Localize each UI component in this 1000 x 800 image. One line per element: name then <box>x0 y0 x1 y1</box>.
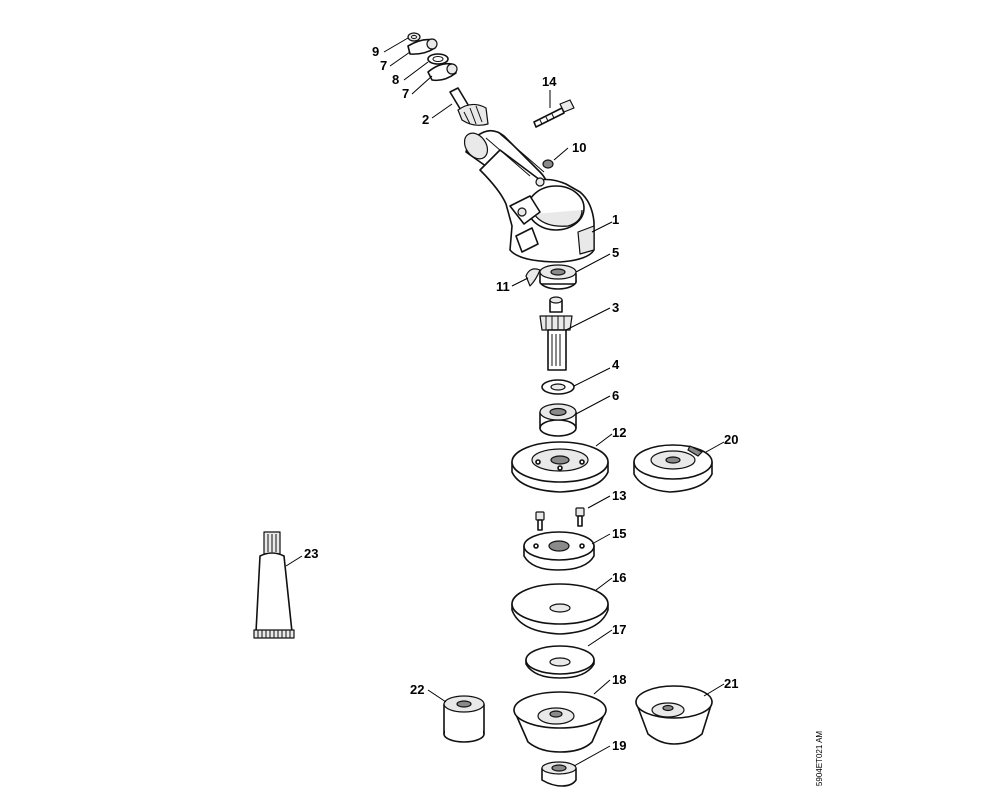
callout-15: 15 <box>612 526 626 541</box>
callout-2: 2 <box>422 112 429 127</box>
part-14-screw <box>533 99 575 128</box>
part-20-thrust-plate <box>633 444 713 493</box>
callout-19: 19 <box>612 738 626 753</box>
callout-12: 12 <box>612 425 626 440</box>
part-13-screws <box>535 507 585 531</box>
callout-6: 6 <box>612 388 619 403</box>
part-6-bearing <box>539 403 577 437</box>
part-23-grease-tube <box>253 531 295 639</box>
callout-18: 18 <box>612 672 626 687</box>
part-2-bevel-pinion <box>449 87 489 126</box>
callout-4: 4 <box>612 357 620 372</box>
callout-labels: 9 7 8 7 2 14 10 1 5 11 3 4 6 12 20 13 15… <box>304 44 738 753</box>
part-17-washer <box>525 645 595 679</box>
part-5-bearing <box>539 264 577 290</box>
part-7-bearing-upper <box>407 38 438 55</box>
part-8-spacer <box>427 53 449 65</box>
callout-5: 5 <box>612 245 619 260</box>
callout-7-upper: 7 <box>380 58 387 73</box>
leader-lines <box>285 37 725 767</box>
part-10-nut <box>542 159 554 169</box>
part-16-disc <box>511 583 609 635</box>
callout-21: 21 <box>724 676 738 691</box>
callout-14: 14 <box>542 74 557 89</box>
callout-9: 9 <box>372 44 379 59</box>
callout-13: 13 <box>612 488 626 503</box>
callout-20: 20 <box>724 432 738 447</box>
part-4-washer <box>541 379 575 395</box>
callout-11: 11 <box>496 279 510 294</box>
callout-22: 22 <box>410 682 424 697</box>
callout-16: 16 <box>612 570 626 585</box>
callout-10: 10 <box>572 140 586 155</box>
callout-17: 17 <box>612 622 626 637</box>
part-12-thrust-plate <box>511 441 609 493</box>
document-id-text: 5904ET021 AM <box>815 730 825 787</box>
callout-23: 23 <box>304 546 318 561</box>
part-11-circlip <box>525 268 541 287</box>
part-9-nut <box>407 32 421 42</box>
callout-8: 8 <box>392 72 399 87</box>
document-id: 5904ET021 AM <box>812 731 852 786</box>
part-18-cup <box>513 691 607 753</box>
part-7-bearing-lower <box>427 62 458 82</box>
part-15-thrust-washer <box>523 531 595 571</box>
callout-1: 1 <box>612 212 619 227</box>
part-19-nut <box>541 761 577 787</box>
part-1-gear-housing <box>463 129 595 263</box>
part-22-sleeve <box>443 695 485 743</box>
callout-7-lower: 7 <box>402 86 409 101</box>
part-3-output-shaft <box>539 296 573 371</box>
callout-3: 3 <box>612 300 619 315</box>
part-21-cup <box>635 685 713 745</box>
